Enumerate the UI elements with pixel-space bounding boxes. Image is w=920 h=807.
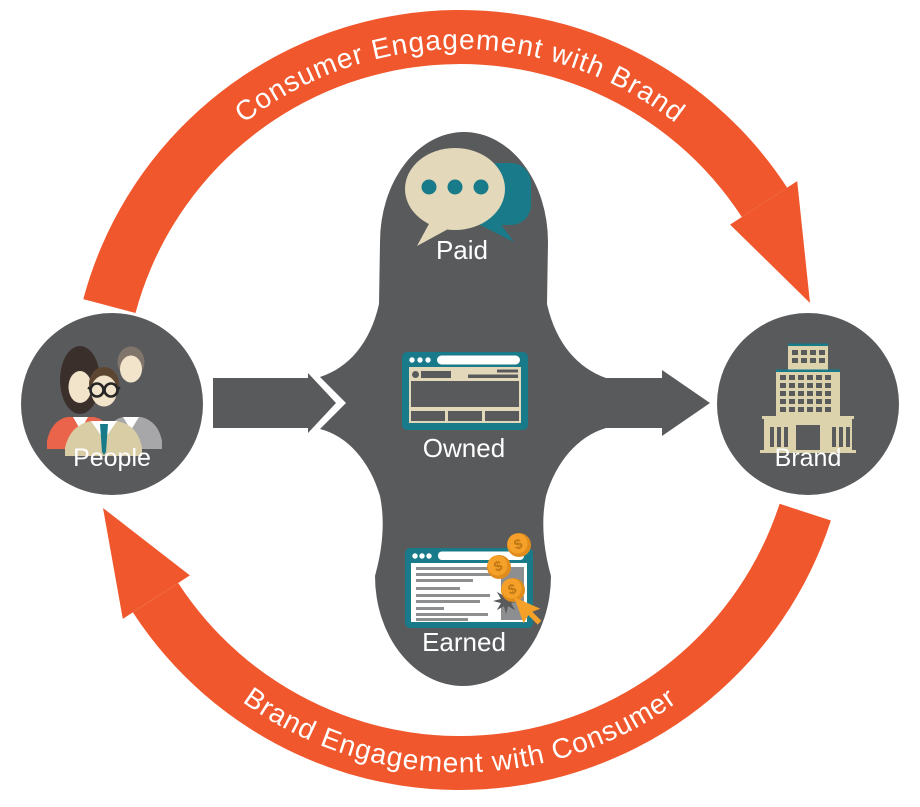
people-node: People	[21, 313, 203, 495]
earned-channel: $ $ $ Earned	[405, 533, 542, 657]
ring-bottom-arrowhead-icon	[103, 508, 190, 619]
paid-channel: Paid	[405, 148, 531, 265]
bottom-arc-label: Brand Engagement with Consumer	[238, 681, 681, 778]
building-windows-base	[770, 425, 850, 450]
speech-bubbles-icon	[405, 148, 531, 246]
cursor-icon	[514, 597, 542, 625]
paid-label: Paid	[436, 235, 488, 265]
owned-channel: Owned	[402, 352, 528, 463]
top-arc-label: Consumer Engagement with Brand	[229, 24, 691, 128]
building-ground	[760, 450, 856, 453]
ring-top-arc	[83, 10, 788, 314]
building-icon	[760, 343, 856, 453]
brand-node-label: Brand	[775, 444, 842, 472]
glasses-icon	[87, 382, 121, 398]
owned-label: Owned	[423, 433, 505, 463]
people-icon	[47, 346, 162, 456]
ring-top-arrowhead-icon	[730, 181, 810, 303]
browser-window-icon	[402, 352, 528, 430]
brand-node: Brand	[717, 313, 899, 495]
coin-icon: $	[507, 533, 531, 557]
earned-label: Earned	[422, 627, 506, 657]
building-windows-top	[792, 350, 825, 363]
people-node-label: People	[73, 444, 151, 472]
building-door	[796, 425, 820, 450]
people-to-media-arrow	[213, 373, 336, 433]
building-windows-mid	[780, 375, 831, 412]
ring-bottom-arc	[132, 503, 831, 790]
coin-icon: $	[501, 578, 525, 602]
webpage-content	[411, 369, 519, 421]
browser-coins-cursor-icon: $ $ $	[405, 533, 542, 628]
coin-icon: $	[487, 555, 511, 579]
